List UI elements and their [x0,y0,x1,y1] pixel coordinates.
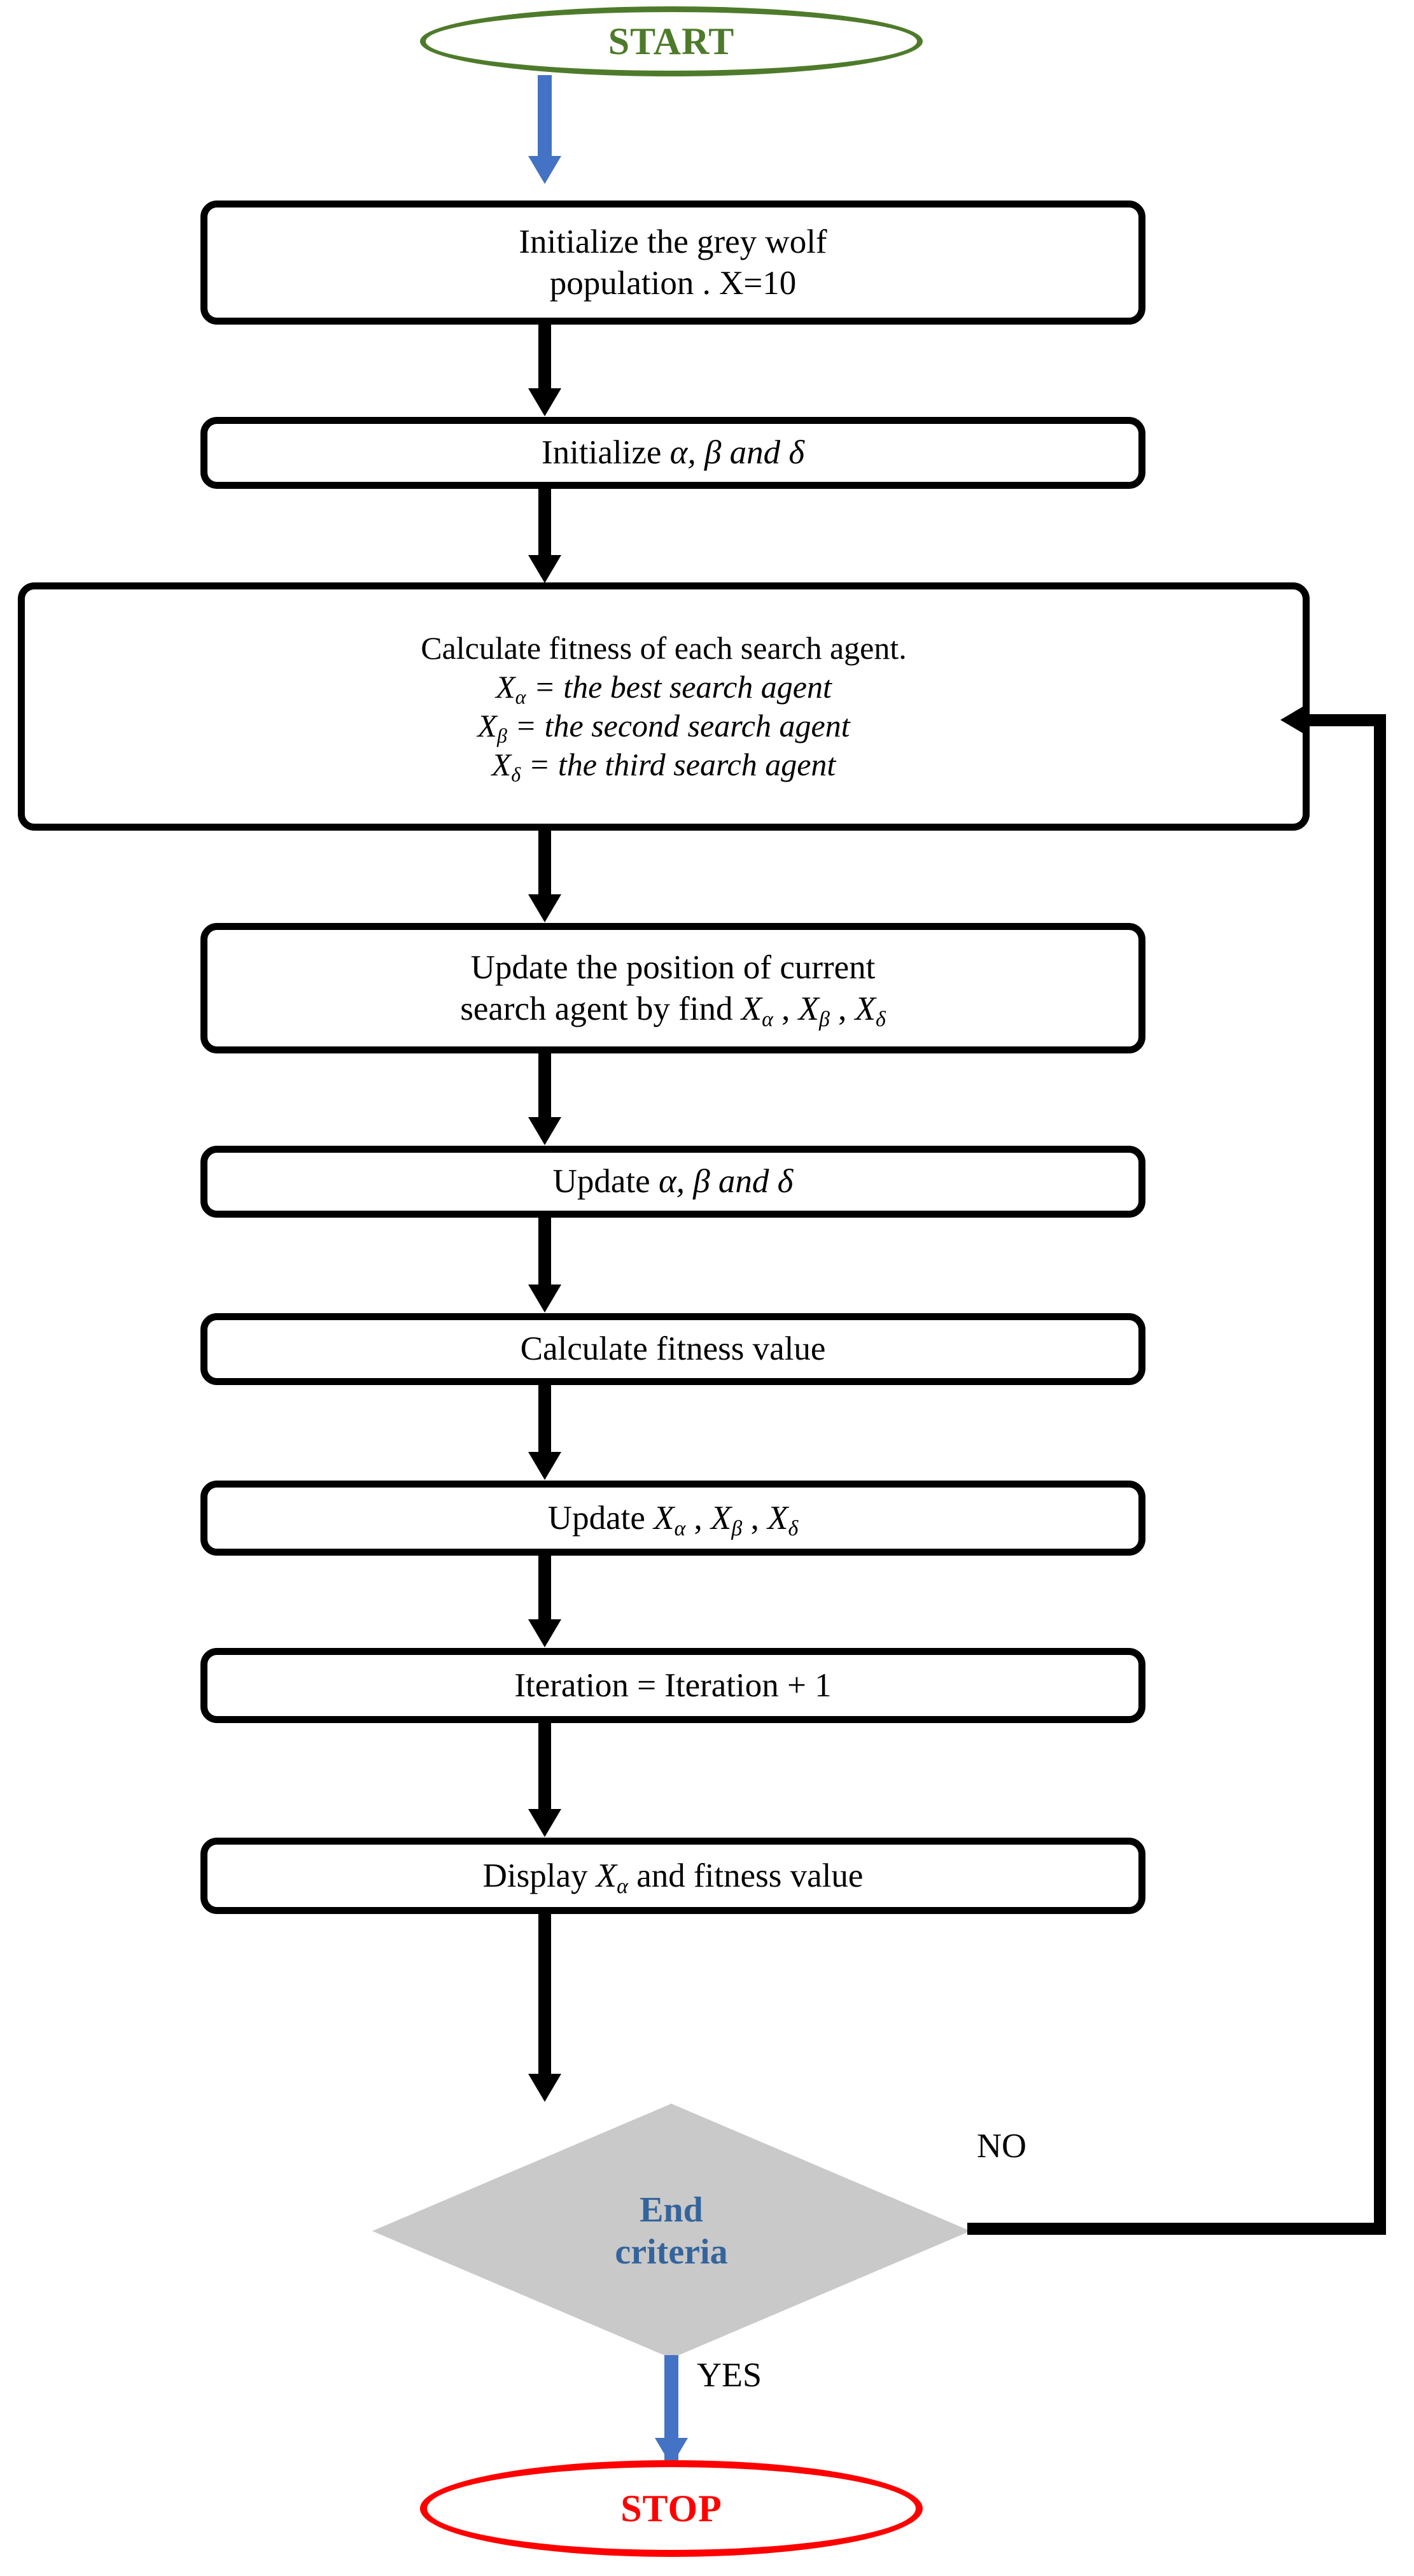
edge-line-vertical [1374,714,1386,2234]
node-calc-fitness-line3: Xβ = the second search agent [477,708,850,747]
node-init-abd-greek: α, β and δ [669,434,804,472]
node-init-abd-prefix: Initialize [542,434,670,472]
node-display-text: Display Xα and fitness value [482,1857,864,1898]
edge-line [538,75,552,158]
node-stop-label: STOP [620,2487,722,2530]
edge-arrowhead [528,156,561,184]
edge-line [538,1556,551,1622]
edge-line [538,1914,551,2076]
edge-arrowhead [528,2074,561,2102]
node-start-label: START [608,20,735,62]
node-display-result[interactable]: Display Xα and fitness value [200,1838,1145,1914]
edge-line [538,1723,551,1812]
node-update-position-line1: Update the position of current [470,948,876,986]
edge-arrowhead [1280,703,1308,736]
node-calc-fitness-line1: Calculate fitness of each search agent. [421,630,907,666]
edge-arrowhead [528,1284,561,1313]
edge-line-horizontal-top [1308,714,1386,726]
node-end-criteria[interactable]: End criteria [372,2104,970,2358]
node-init-population[interactable]: Initialize the grey wolf population . X=… [200,201,1145,325]
node-iteration-label: Iteration = Iteration + 1 [514,1666,832,1704]
node-calc-fitness-value-label: Calculate fitness value [520,1330,826,1368]
edge-line [538,1385,551,1455]
edge-arrowhead [528,555,561,583]
decision-diamond-shape [372,2104,970,2358]
edge-arrowhead [528,388,561,416]
node-calculate-fitness[interactable]: Calculate fitness of each search agent. … [18,582,1310,831]
node-iteration-increment[interactable]: Iteration = Iteration + 1 [200,1648,1145,1723]
node-calculate-fitness-value[interactable]: Calculate fitness value [200,1313,1145,1385]
node-start[interactable]: START [420,6,923,76]
edge-line [538,831,551,897]
edge-line [538,1218,551,1288]
node-update-xabd-text: Update Xα , Xβ , Xδ [547,1499,799,1540]
edge-line [538,1053,551,1120]
edge-label-yes: YES [697,2356,762,2394]
node-calc-fitness-line2: Xα = the best search agent [496,669,832,708]
node-init-population-line2: population . X=10 [549,264,797,302]
edge-line [664,2355,678,2460]
node-update-alpha-beta-delta[interactable]: Update α, β and δ [200,1146,1145,1218]
node-update-position[interactable]: Update the position of current search ag… [200,923,1145,1053]
edge-arrowhead [528,1619,561,1647]
edge-line [538,325,551,391]
edge-arrowhead [528,1452,561,1480]
edge-line-horizontal-bottom [967,2223,1386,2235]
node-calc-fitness-line4: Xδ = the third search agent [491,747,836,786]
node-init-population-line1: Initialize the grey wolf [519,223,827,260]
edge-label-no: NO [977,2127,1026,2165]
edge-arrowhead [528,1117,561,1145]
node-init-alpha-beta-delta[interactable]: Initialize α, β and δ [200,417,1145,489]
edge-line [538,489,551,559]
edge-arrowhead [528,1809,561,1837]
node-update-abd-prefix: Update [552,1163,659,1200]
node-stop[interactable]: STOP [420,2460,923,2557]
node-update-x-alpha-beta-delta[interactable]: Update Xα , Xβ , Xδ [200,1481,1145,1556]
node-update-position-line2: search agent by find Xα , Xβ , Xδ [460,990,886,1031]
node-update-abd-greek: α, β and δ [658,1163,794,1200]
edge-arrowhead [528,894,561,922]
